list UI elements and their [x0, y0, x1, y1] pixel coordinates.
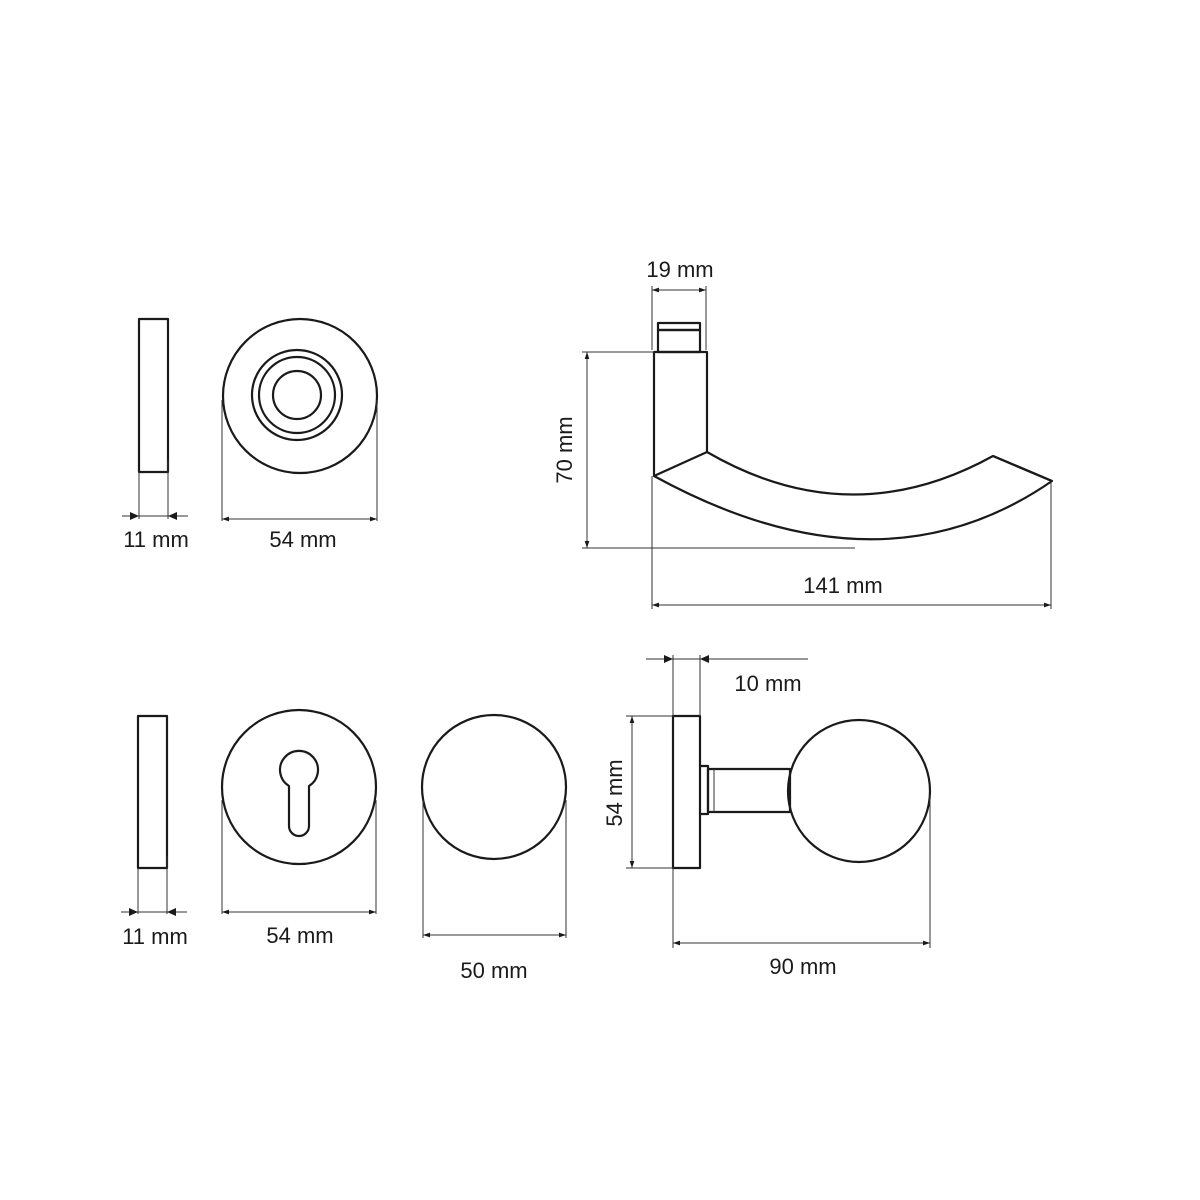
- lever-handle: [582, 286, 1054, 609]
- lever-neck-width-label: 19 mm: [646, 257, 713, 282]
- escutcheon-diameter-label: 54 mm: [266, 923, 333, 948]
- rose-front-view-top: [221, 317, 379, 522]
- knob-projection-label: 90 mm: [769, 954, 836, 979]
- knob-front-view: [420, 713, 568, 938]
- rose-side-view-bottom: [121, 714, 187, 916]
- rose-thickness-label-bottom: 11 mm: [122, 924, 188, 949]
- lever-length-label: 141 mm: [803, 573, 882, 598]
- knob-rose-thickness-label: 10 mm: [734, 671, 801, 696]
- rose-thickness-label-top: 11 mm: [123, 527, 189, 552]
- rose-diameter-label-top: 54 mm: [269, 527, 336, 552]
- knob-diameter-label: 50 mm: [460, 958, 527, 983]
- knob-side-view: [626, 655, 932, 948]
- lever-height-label: 70 mm: [552, 416, 577, 483]
- rose-side-view-top: [122, 317, 188, 520]
- escutcheon-front-view: [220, 708, 378, 915]
- knob-rose-diameter-label: 54 mm: [602, 759, 627, 826]
